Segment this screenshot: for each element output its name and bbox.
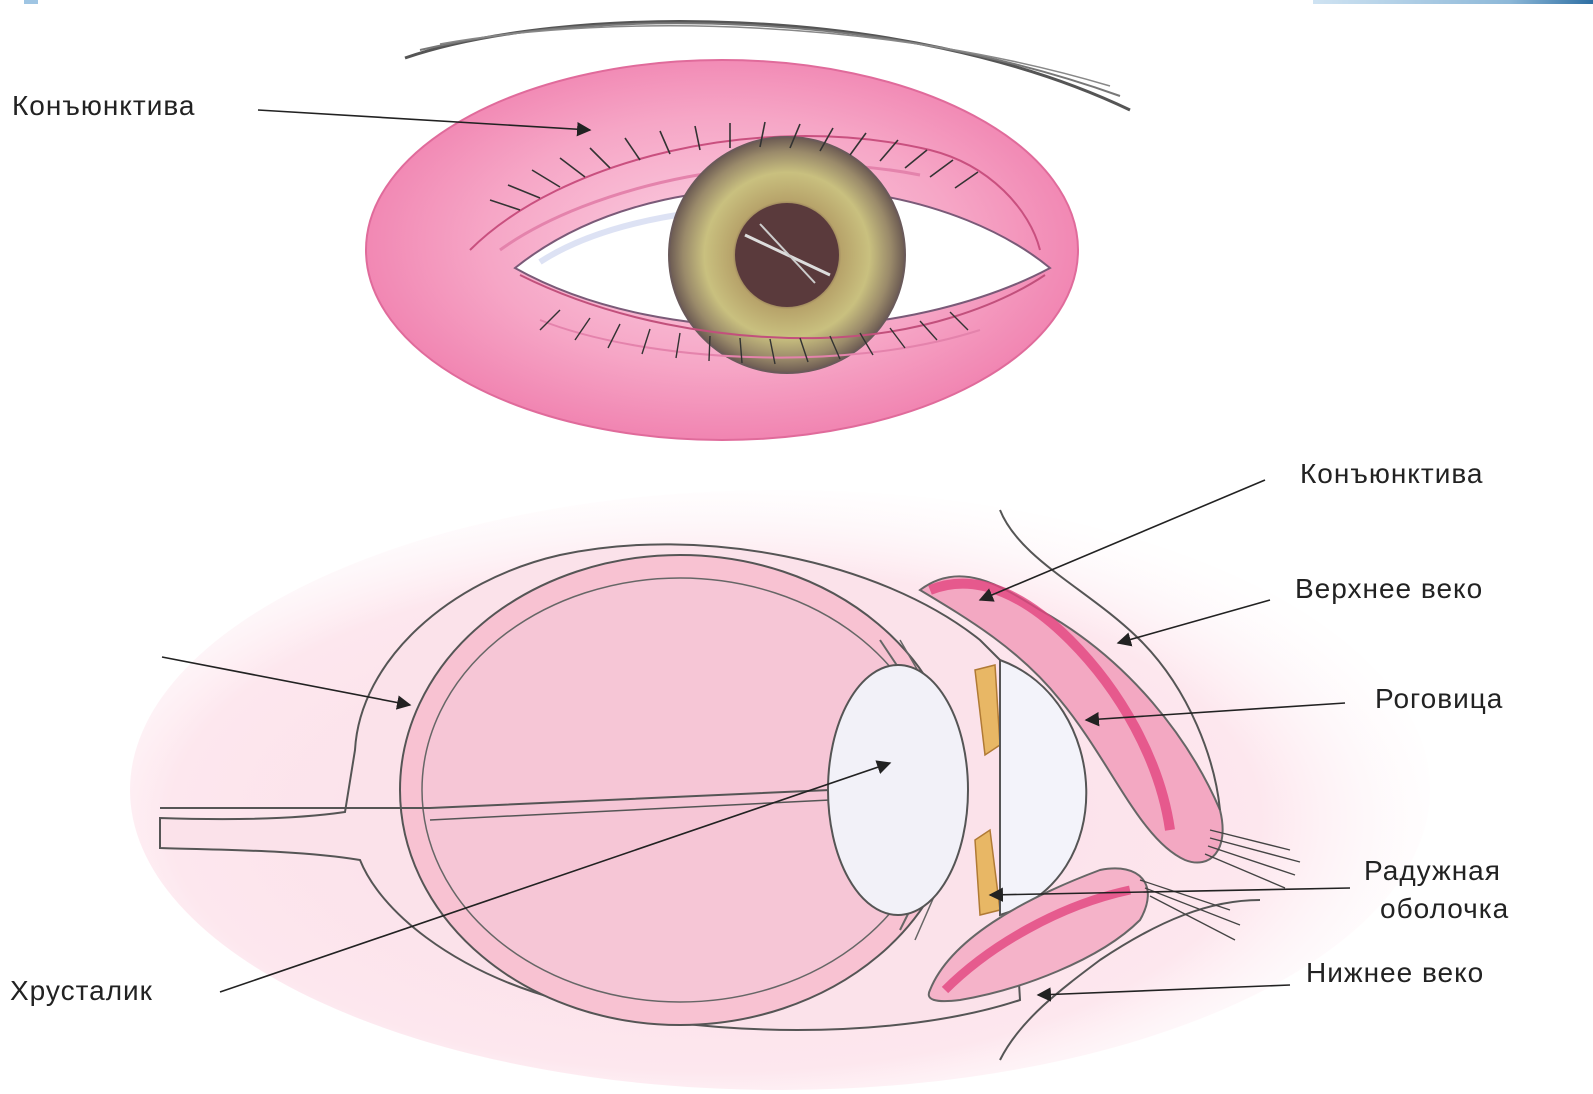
lens: [828, 665, 968, 915]
label-conjunctiva-side: Конъюнктива: [1300, 458, 1483, 490]
cross-section-view: [130, 490, 1430, 1090]
front-eye-view: [366, 22, 1130, 440]
label-conjunctiva-front: Конъюнктива: [12, 90, 195, 122]
label-lower-eyelid: Нижнее веко: [1306, 957, 1484, 989]
label-upper-eyelid: Верхнее веко: [1295, 573, 1483, 605]
label-iris-line2: оболочка: [1380, 893, 1509, 925]
label-iris-line1: Радужная: [1364, 855, 1501, 887]
label-lens: Хрусталик: [10, 975, 153, 1007]
label-cornea: Роговица: [1375, 683, 1503, 715]
